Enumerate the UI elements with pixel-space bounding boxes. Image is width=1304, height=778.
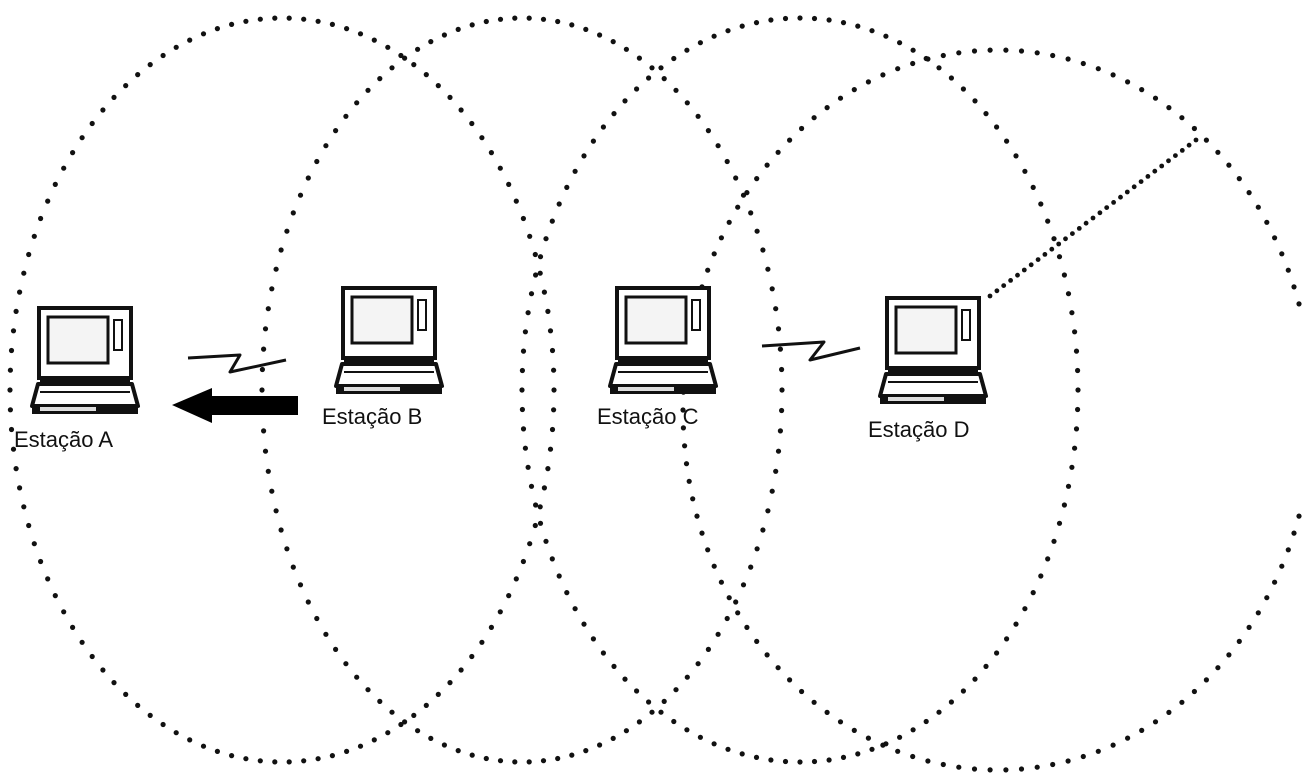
range-b [259,15,785,765]
laptop-icon [608,286,718,394]
range-a [7,15,557,765]
station-c-label: Estação C [597,404,699,429]
station-b-label: Estação B [322,404,422,429]
arrow-left-icon [172,388,298,423]
laptop-icon [30,306,140,414]
range-boundary-line [987,137,1199,299]
station-a-label: Estação A [14,427,113,452]
wireless-link-icon [187,353,287,374]
station-d-label: Estação D [868,417,970,442]
range-d [680,47,1302,773]
laptop-icon [334,286,444,394]
coverage-ranges [7,15,1302,773]
range-c [519,15,1081,765]
wireless-link-icon [761,340,861,362]
laptop-icon [878,296,988,404]
